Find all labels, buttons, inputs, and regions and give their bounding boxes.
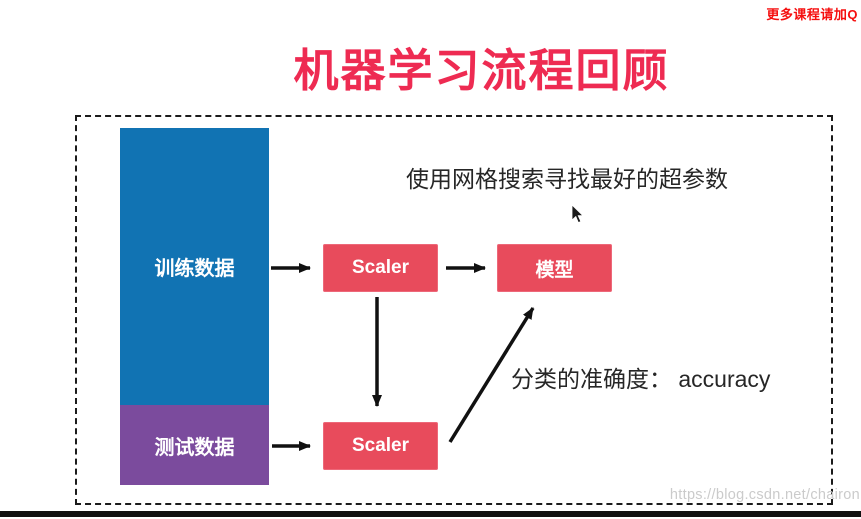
- accuracy-annotation: 分类的准确度： accuracy: [511, 366, 771, 392]
- model-node: 模型: [497, 244, 612, 292]
- grid-search-annotation: 使用网格搜索寻找最好的超参数: [406, 166, 728, 192]
- test-data-node: 测试数据: [120, 405, 269, 485]
- csdn-watermark: https://blog.csdn.net/chairon: [669, 487, 860, 503]
- scaler-bottom-node: Scaler: [323, 422, 438, 470]
- train-data-node: 训练数据: [120, 128, 269, 405]
- page-title: 机器学习流程回顾: [293, 45, 670, 96]
- diagram-frame: [75, 115, 833, 505]
- scaler-top-node: Scaler: [323, 244, 438, 292]
- bottom-black-bar: [0, 511, 861, 517]
- corner-promo-text: 更多课程请加Q: [766, 7, 858, 22]
